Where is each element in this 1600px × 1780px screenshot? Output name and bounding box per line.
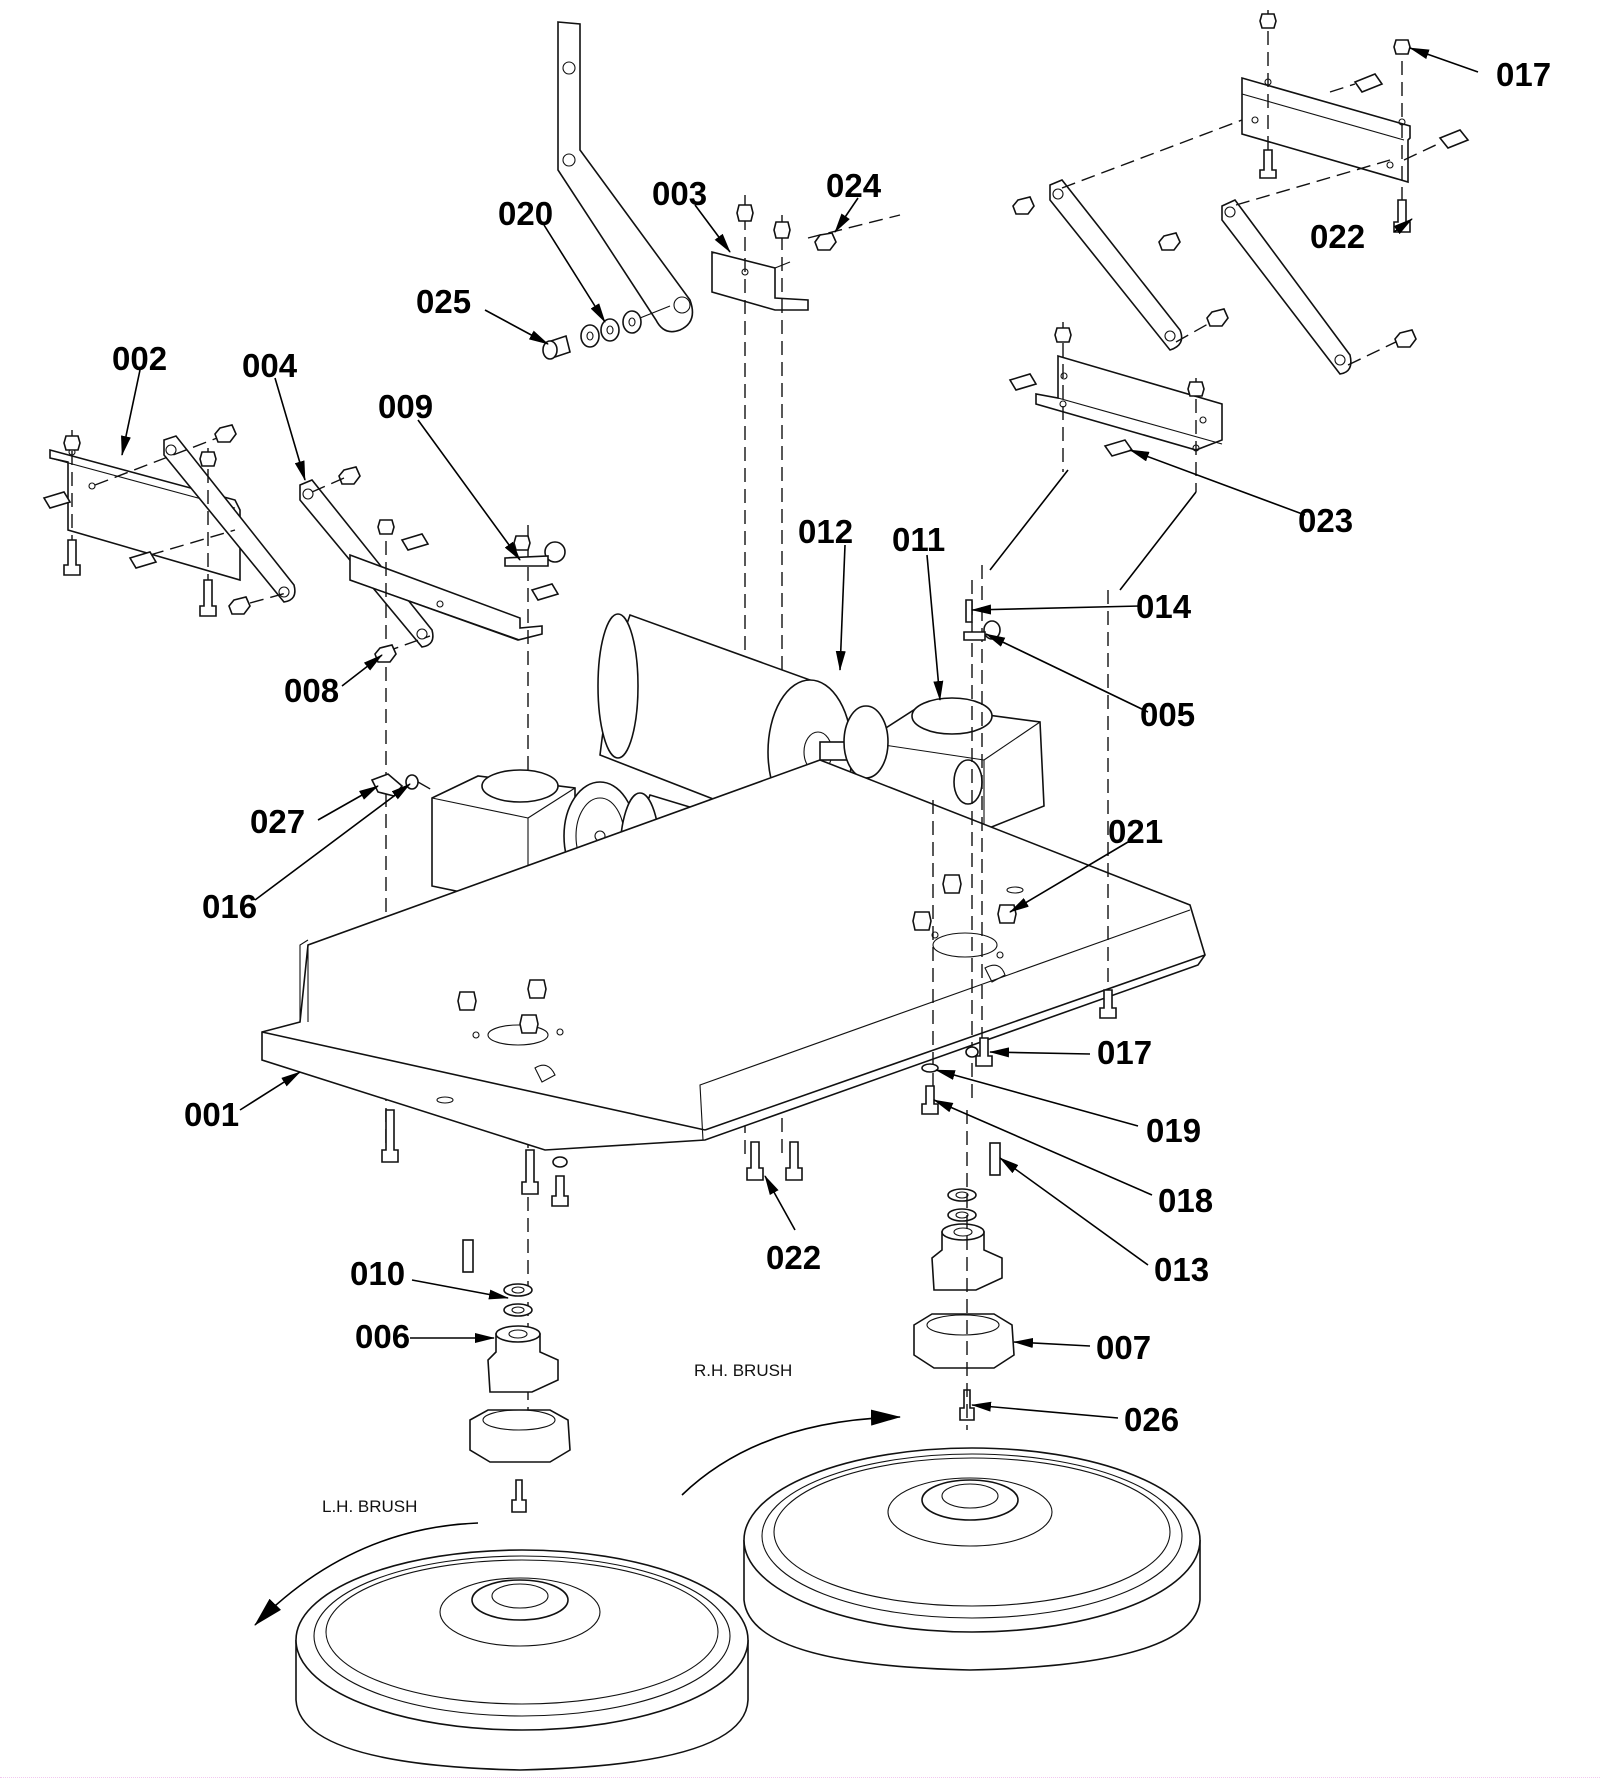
link-arms-right — [1049, 179, 1352, 375]
rh-brush — [743, 1447, 1201, 1671]
callout-013: 013 — [1154, 1251, 1209, 1288]
bolt-017-under — [975, 1037, 993, 1067]
cable-clamp-009 — [504, 535, 566, 567]
washers-010 — [503, 1283, 533, 1317]
washer-016 — [405, 774, 419, 790]
callout-016: 016 — [202, 888, 257, 925]
callout-023: 023 — [1298, 502, 1353, 539]
handle-arm — [557, 21, 694, 333]
drive-hub-007 — [913, 1313, 1015, 1369]
callout-026: 026 — [1124, 1401, 1179, 1438]
key-013 — [989, 1142, 1001, 1176]
callout-014: 014 — [1136, 588, 1192, 625]
callout-006: 006 — [355, 1318, 410, 1355]
callout-022-under: 022 — [766, 1239, 821, 1276]
washers-020 — [580, 305, 671, 348]
callout-027: 027 — [250, 803, 305, 840]
rotation-arrow-lh — [254, 1522, 479, 1626]
deck-plate-001 — [261, 759, 1206, 1151]
screw-014 — [965, 599, 973, 623]
rh-brush-label: R.H. BRUSH — [694, 1361, 792, 1380]
callout-017-under: 017 — [1097, 1034, 1152, 1071]
callout-021: 021 — [1108, 813, 1163, 850]
callout-007: 007 — [1096, 1329, 1151, 1366]
leader-lines — [121, 47, 1479, 1419]
motor-bracket-left — [349, 553, 543, 641]
callout-001: 001 — [184, 1096, 239, 1133]
angle-bracket-003 — [711, 250, 809, 311]
side-arm-left — [163, 435, 296, 603]
drive-hub-left — [469, 1409, 571, 1463]
callout-011: 011 — [892, 521, 945, 558]
shoulder-bolt-025 — [542, 334, 571, 360]
bottom-edge — [0, 1777, 1600, 1780]
callout-024: 024 — [826, 167, 882, 204]
callout-005: 005 — [1140, 696, 1195, 733]
callout-018: 018 — [1158, 1182, 1213, 1219]
callout-labels: 017 022 003 024 020 025 002 004 009 012 … — [112, 56, 1551, 1516]
callout-004: 004 — [242, 347, 298, 384]
callout-009: 009 — [378, 388, 433, 425]
nut-008 — [374, 644, 397, 663]
callout-020: 020 — [498, 195, 553, 232]
washers-right — [947, 1188, 977, 1222]
callout-010: 010 — [350, 1255, 405, 1292]
callout-022-top: 022 — [1310, 218, 1365, 255]
callout-019: 019 — [1146, 1112, 1201, 1149]
callout-002: 002 — [112, 340, 167, 377]
upper-right-bracket — [1241, 76, 1411, 184]
lock-washer-019 — [921, 1063, 939, 1073]
lower-right-bracket — [1035, 354, 1223, 452]
hub-adapter-006 — [487, 1325, 559, 1393]
nut-021 — [997, 904, 1017, 924]
callout-012: 012 — [798, 513, 853, 550]
callout-025: 025 — [416, 283, 471, 320]
callout-008: 008 — [284, 672, 339, 709]
lh-brush-label: L.H. BRUSH — [322, 1497, 417, 1516]
callout-003: 003 — [652, 175, 707, 212]
callout-017-top: 017 — [1496, 56, 1551, 93]
lh-brush — [295, 1549, 749, 1771]
rotation-arrow-rh — [681, 1409, 901, 1496]
